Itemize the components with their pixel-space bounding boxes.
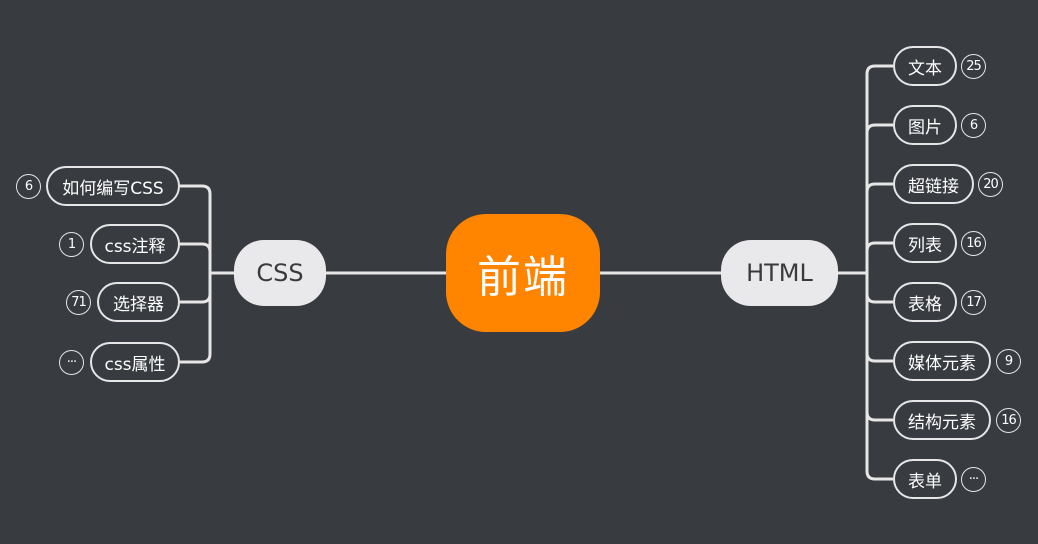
root-topic[interactable]: 前端	[446, 214, 600, 332]
connector-html-child-2	[865, 123, 893, 273]
connector-html-child-7	[865, 273, 893, 422]
css-topic-selectors-count-badge[interactable]: 71	[66, 290, 91, 315]
html-topic-image[interactable]: 图片	[893, 105, 957, 145]
connector-css-child-1	[180, 184, 212, 273]
css-topic-comments-count-badge[interactable]: 1	[59, 232, 84, 257]
connector-css-child-4	[180, 273, 212, 364]
branch-html[interactable]: HTML	[721, 240, 838, 306]
html-topic-text-count-badge[interactable]: 25	[961, 54, 986, 79]
connector-css-child-3	[180, 273, 212, 304]
html-topic-list[interactable]: 列表	[893, 223, 957, 263]
html-topic-list-count-badge[interactable]: 16	[961, 231, 986, 256]
html-topic-media-elements-count-badge[interactable]: 9	[996, 349, 1021, 374]
html-topic-media-elements[interactable]: 媒体元素	[893, 341, 991, 381]
branch-css[interactable]: CSS	[234, 240, 326, 306]
connector-html-child-1	[865, 64, 893, 273]
connector-css-child-2	[180, 242, 212, 273]
connector-html-child-6	[865, 273, 893, 363]
html-topic-structural-elements[interactable]: 结构元素	[893, 400, 991, 440]
html-topic-form[interactable]: 表单	[893, 459, 957, 499]
connector-html-child-8	[865, 273, 893, 481]
connector-html-child-4	[865, 241, 893, 273]
html-topic-table[interactable]: 表格	[893, 282, 957, 322]
css-topic-properties-collapse-badge[interactable]: ···	[59, 350, 84, 375]
css-topic-selectors[interactable]: 选择器	[97, 282, 180, 322]
css-topic-properties[interactable]: css属性	[90, 342, 180, 382]
html-topic-structural-elements-count-badge[interactable]: 16	[996, 408, 1021, 433]
html-topic-text[interactable]: 文本	[893, 46, 957, 86]
html-topic-form-collapse-badge[interactable]: ···	[961, 467, 986, 492]
css-topic-comments[interactable]: css注释	[90, 224, 180, 264]
html-topic-hyperlink[interactable]: 超链接	[893, 164, 974, 204]
html-topic-image-count-badge[interactable]: 6	[961, 113, 986, 138]
connector-html-child-5	[865, 273, 893, 304]
connector-html-child-3	[865, 182, 893, 273]
html-topic-table-count-badge[interactable]: 17	[961, 290, 986, 315]
html-topic-hyperlink-count-badge[interactable]: 20	[978, 172, 1003, 197]
css-topic-how-to-write[interactable]: 如何编写CSS	[46, 166, 180, 206]
css-topic-how-to-write-count-badge[interactable]: 6	[16, 174, 41, 199]
